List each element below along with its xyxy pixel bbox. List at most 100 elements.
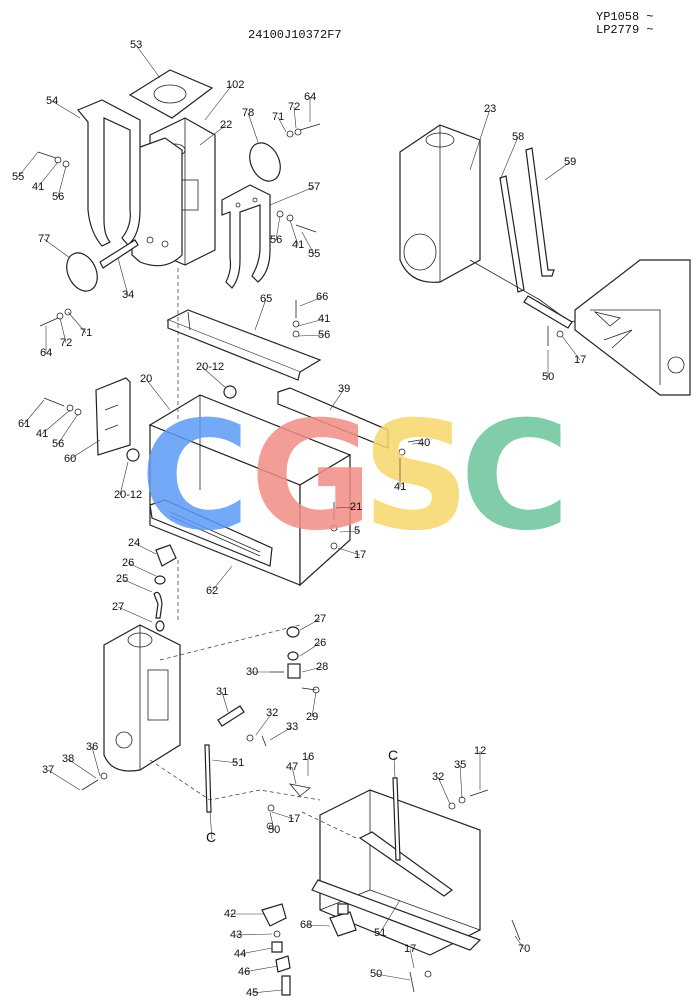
callout-label: 61 <box>18 418 30 430</box>
callout-label: 20 <box>140 373 152 385</box>
callout-label: 78 <box>242 107 254 119</box>
callout-label: 17 <box>288 813 300 825</box>
callout-label: 12 <box>474 745 486 757</box>
callout-leader <box>67 758 97 779</box>
callout-label: 64 <box>40 347 52 359</box>
callout-leader <box>251 989 283 994</box>
callout-leader <box>43 238 71 259</box>
top-left-assembly <box>37 69 321 327</box>
watermark-letter-g: G <box>250 390 373 564</box>
callout-label: 27 <box>112 601 124 613</box>
callout-label: 42 <box>224 908 236 920</box>
callout-label: 51 <box>232 757 244 769</box>
drawing-number: 24100J10372F7 <box>248 28 342 42</box>
callout-leader <box>469 108 491 171</box>
callout-label: C <box>206 829 216 845</box>
callout-leader <box>339 530 361 533</box>
callout-leader <box>337 547 361 556</box>
callout-label: 43 <box>230 929 242 941</box>
callout-label: 33 <box>286 721 298 733</box>
callout-leader <box>297 334 325 337</box>
callout-leader <box>393 756 396 779</box>
callout-leader <box>305 924 331 927</box>
callout-label: 21 <box>350 501 362 513</box>
callout-leader <box>117 606 153 623</box>
callout-label: 28 <box>316 661 328 673</box>
callout-label: 5 <box>354 525 360 537</box>
callout-label: 37 <box>42 764 54 776</box>
callout-leader <box>133 542 157 555</box>
callout-label: 29 <box>306 711 318 723</box>
callout-label: 55 <box>12 171 24 183</box>
callout-label: 39 <box>338 383 350 395</box>
callout-leader <box>375 973 411 981</box>
callout-leader <box>301 231 315 255</box>
callout-label: 23 <box>484 103 496 115</box>
callout-leader <box>243 965 279 973</box>
callout-leader <box>329 388 345 411</box>
callout-label: 24 <box>128 537 140 549</box>
callout-leader <box>311 691 317 718</box>
callout-leader <box>544 161 571 181</box>
rail-65 <box>166 309 322 381</box>
callout-leader <box>209 811 213 840</box>
callout-label: 71 <box>272 111 284 123</box>
callout-label: 17 <box>574 354 586 366</box>
callout-leader <box>67 311 87 334</box>
callout-leader <box>121 578 153 593</box>
callout-leader <box>301 666 323 673</box>
callout-leader <box>299 642 321 657</box>
callout-label: 50 <box>268 824 280 836</box>
callout-leader <box>293 106 297 129</box>
callout-label: 55 <box>308 248 320 260</box>
callout-leader <box>117 257 129 296</box>
callout-label: 25 <box>116 573 128 585</box>
watermark-letter-s: S <box>362 390 470 564</box>
callout-leader <box>411 442 425 445</box>
callout-label: 30 <box>246 666 258 678</box>
callout-leader <box>59 317 67 344</box>
callout-label: 102 <box>226 79 244 91</box>
callout-leader <box>239 947 273 955</box>
callout-label: 59 <box>564 156 576 168</box>
callout-label: 22 <box>220 119 232 131</box>
callout-leader <box>289 219 299 246</box>
callout-leader <box>57 165 67 198</box>
callout-leader <box>221 691 229 713</box>
watermark-letter-c1: C <box>140 390 250 564</box>
callout-label: 34 <box>122 289 134 301</box>
callout-label: 32 <box>432 771 444 783</box>
callout-label: 66 <box>316 291 328 303</box>
callout-leader <box>299 296 323 307</box>
callout-leader <box>561 335 581 361</box>
callout-label: 20-12 <box>196 361 224 373</box>
callout-label: 62 <box>206 585 218 597</box>
callout-label: 56 <box>52 191 64 203</box>
callout-leader <box>91 746 101 777</box>
callout-leader <box>459 764 463 799</box>
callout-label: 20-12 <box>114 489 142 501</box>
lower-left-assembly <box>81 544 321 813</box>
callout-label: 17 <box>354 549 366 561</box>
callout-label: 77 <box>38 233 50 245</box>
callout-label: 41 <box>318 313 330 325</box>
callout-leader <box>514 935 525 950</box>
lower-right-assembly <box>261 777 521 996</box>
callout-leader <box>211 759 239 764</box>
callout-leader <box>204 84 233 121</box>
callout-leader <box>135 44 161 79</box>
callout-label: 65 <box>260 293 272 305</box>
callout-label: 53 <box>130 39 142 51</box>
callout-leader <box>119 461 129 496</box>
callout-label: 58 <box>512 131 524 143</box>
callout-label: 50 <box>542 371 554 383</box>
callout-label: 51 <box>374 927 386 939</box>
callout-label: 50 <box>370 968 382 980</box>
callout-label: 45 <box>246 987 258 999</box>
callout-leader <box>254 298 267 331</box>
callout-label: 72 <box>60 337 72 349</box>
callout-label: 32 <box>266 707 278 719</box>
top-right-assembly <box>399 124 691 396</box>
callout-leader <box>145 378 171 411</box>
